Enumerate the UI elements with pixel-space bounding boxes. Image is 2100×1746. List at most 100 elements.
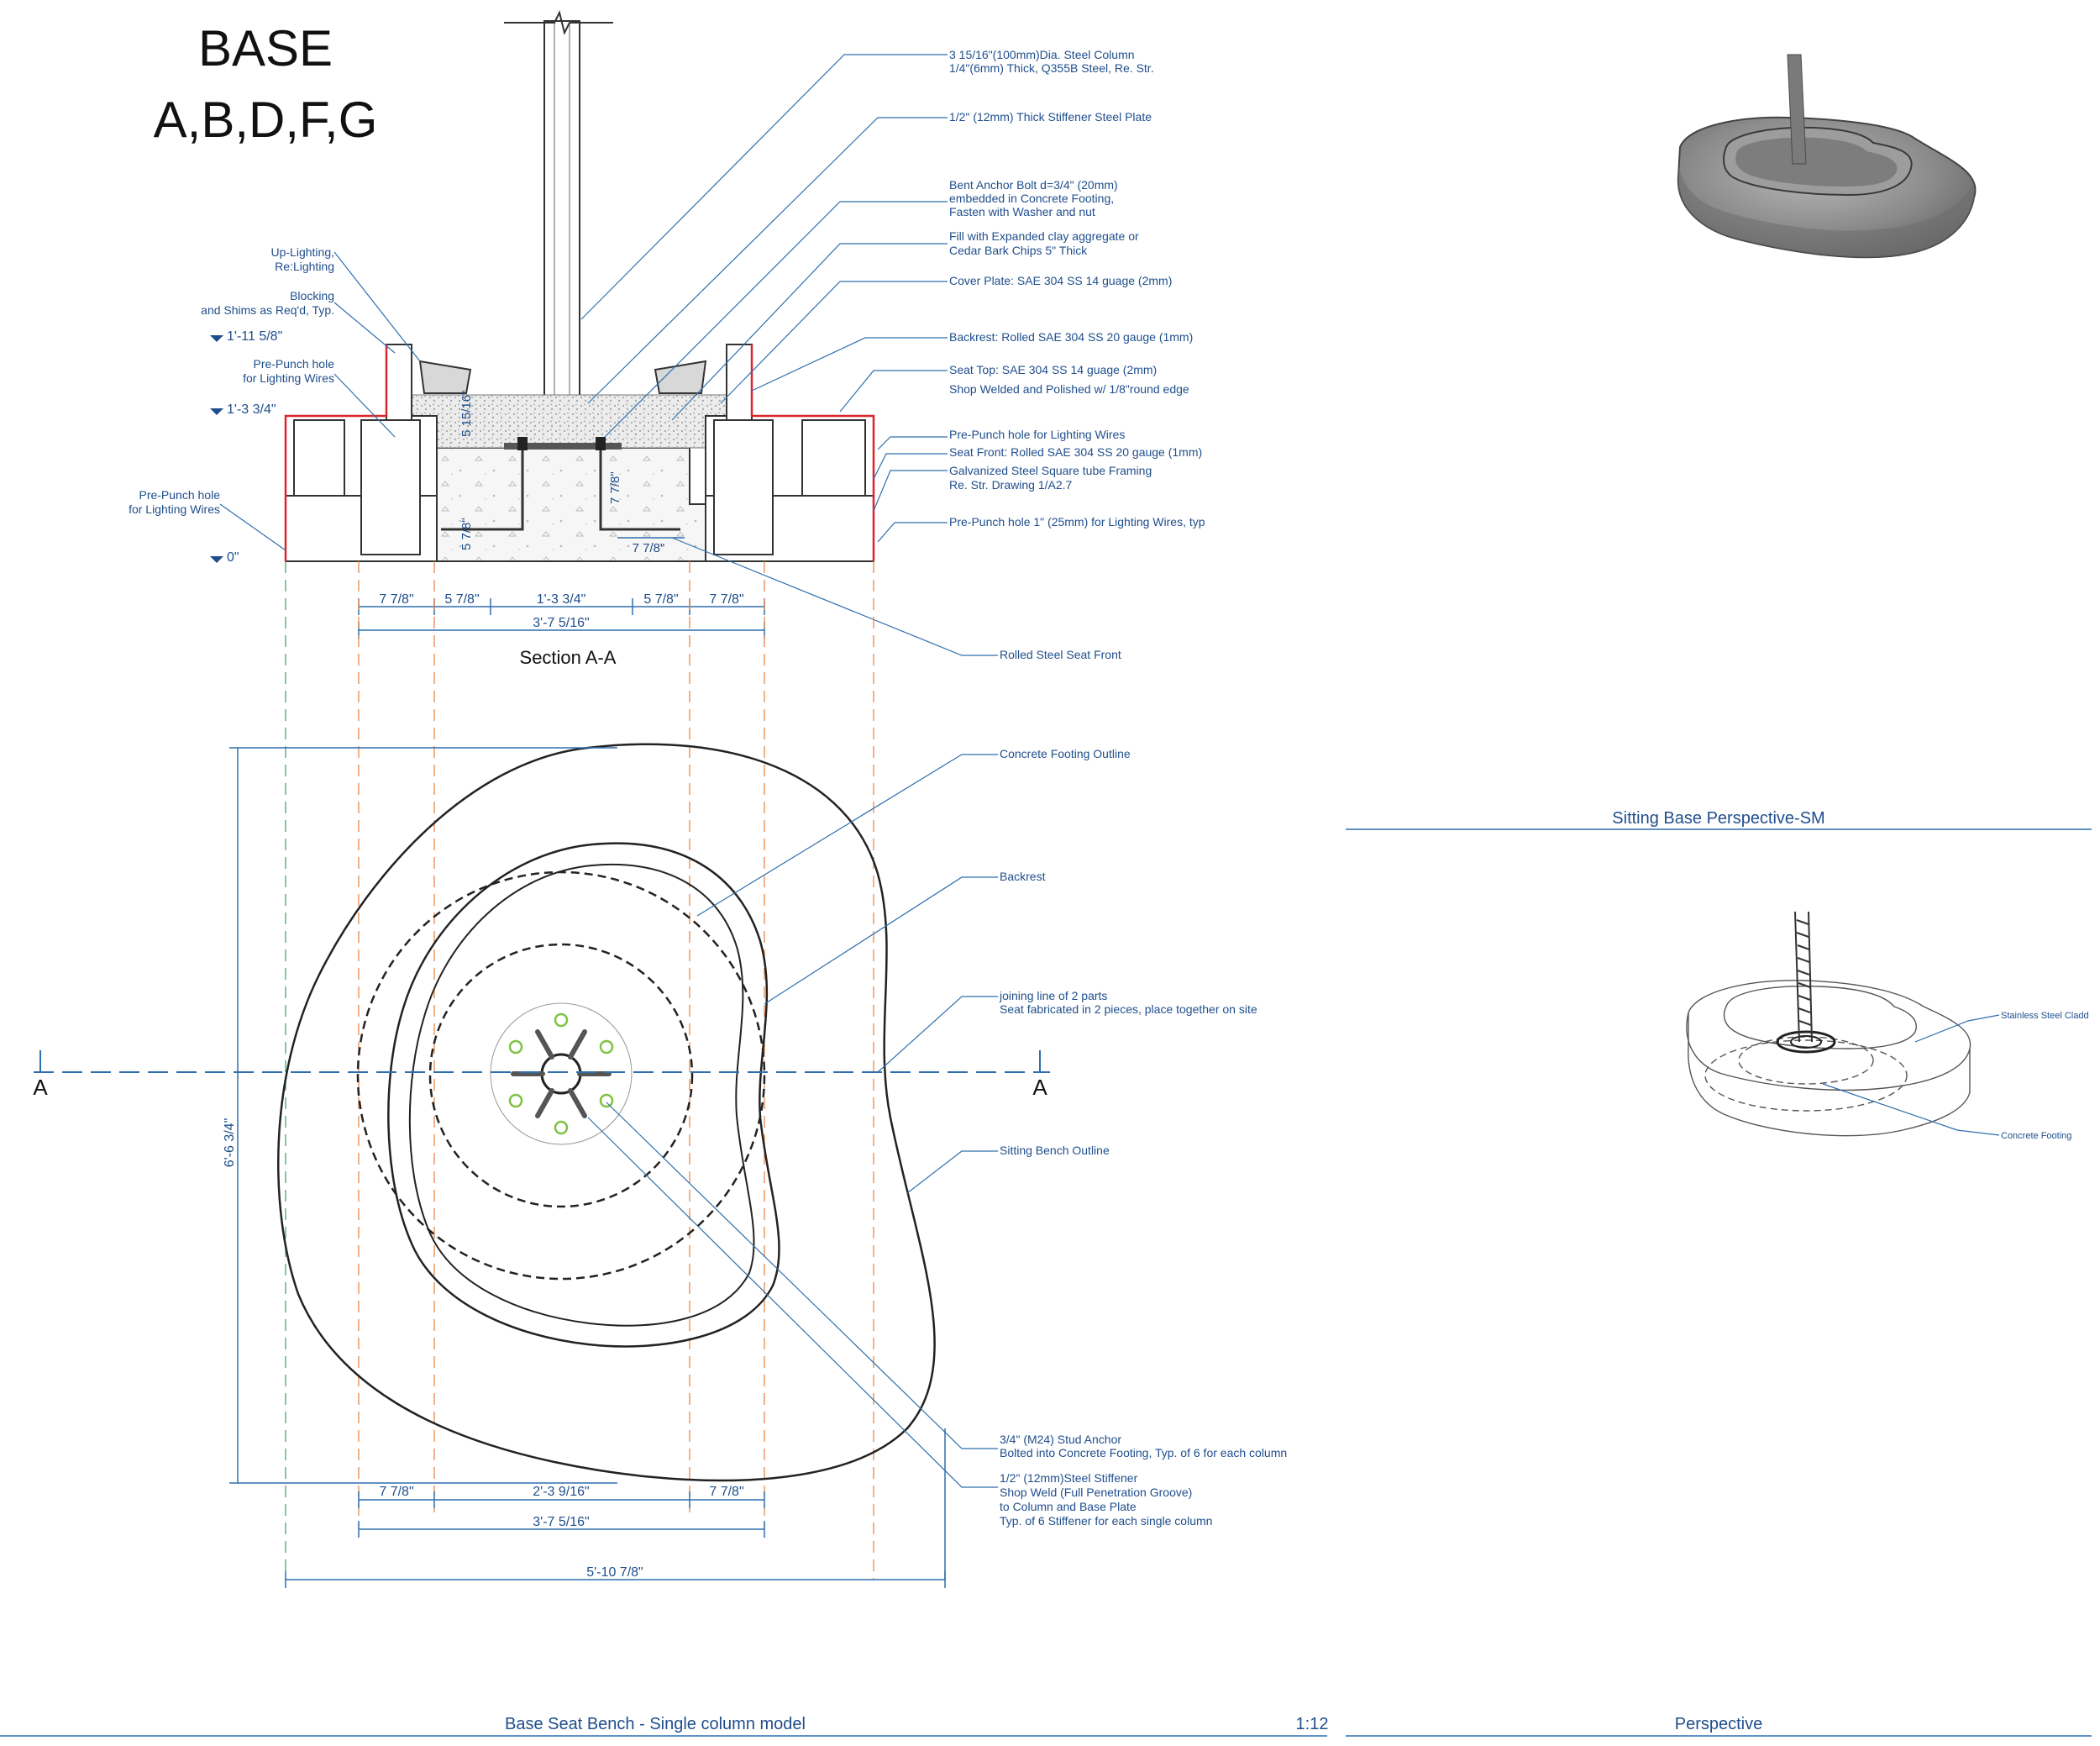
column-break-symbol — [504, 10, 613, 35]
callout-text: 1/2" (12mm) Thick Stiffener Steel Plate — [949, 110, 1152, 124]
callout-text: 3/4" (M24) Stud Anchor — [1000, 1433, 1121, 1446]
left-callouts: Up-Lighting, Re:Lighting Blocking and Sh… — [129, 245, 334, 516]
plan-height-dimension — [229, 747, 617, 1484]
rendered-column — [1787, 54, 1807, 165]
section-vertical-dim: 7 7/8" — [608, 471, 622, 504]
plan-view: A A 6'-6 3/4" 7 7/8" 2'-3 9/16" 7 7/8" — [33, 743, 1050, 1588]
footer: Base Seat Bench - Single column model 1:… — [0, 1715, 2092, 1737]
left-leader-lines — [219, 251, 421, 551]
section-dim: 5 7/8" — [444, 592, 479, 607]
callout-text: Blocking — [290, 289, 334, 302]
plan-overall-dim: 5'-10 7/8" — [586, 1565, 643, 1580]
callout-text: to Column and Base Plate — [1000, 1500, 1137, 1513]
callout-text: joining line of 2 parts — [999, 989, 1107, 1002]
callout-text: Concrete Footing Outline — [1000, 747, 1131, 760]
callout-text: Cover Plate: SAE 304 SS 14 guage (2mm) — [949, 274, 1172, 287]
callout-text: Backrest: Rolled SAE 304 SS 20 gauge (1m… — [949, 330, 1193, 344]
plan-total-dim: 3'-7 5/16" — [533, 1515, 589, 1529]
plan-callouts: Concrete Footing Outline Backrest joinin… — [999, 747, 1287, 1528]
seat-frame-left — [285, 344, 438, 562]
callout-text: Rolled Steel Seat Front — [1000, 648, 1121, 661]
callout-text: Typ. of 6 Stiffener for each single colu… — [1000, 1514, 1212, 1528]
plan-dimension-chain — [285, 1428, 946, 1588]
elevation-label: 1'-3 3/4" — [227, 402, 276, 417]
red-steel-cladding — [284, 344, 875, 561]
callout-text: for Lighting Wires — [243, 371, 334, 385]
callout-text: Fasten with Washer and nut — [949, 205, 1095, 218]
section-inner-dim: 7 7/8" — [633, 541, 665, 555]
callout-text: Galvanized Steel Square tube Framing — [949, 464, 1152, 477]
plan-dim: 7 7/8" — [709, 1485, 743, 1499]
plan-leader-lines — [587, 754, 998, 1488]
base-plate — [504, 443, 622, 450]
section-callouts: 3 15/16"(100mm)Dia. Steel Column 1/4"(6m… — [949, 48, 1205, 661]
callout-text: embedded in Concrete Footing, — [949, 192, 1114, 205]
callout-text: Re. Str. Drawing 1/A2.7 — [949, 478, 1073, 492]
section-dim: 7 7/8" — [379, 592, 413, 607]
elevation-markers — [210, 335, 223, 563]
callout-text: 1/4"(6mm) Thick, Q355B Steel, Re. Str. — [949, 61, 1154, 75]
callout-text: Shop Weld (Full Penetration Groove) — [1000, 1486, 1192, 1499]
concrete-footing-outline — [356, 870, 766, 1281]
stiffener-plates — [511, 1029, 612, 1118]
plan-dim: 7 7/8" — [379, 1485, 413, 1499]
callout-text: 1/2" (12mm)Steel Stiffener — [1000, 1471, 1138, 1485]
callout-text: Pre-Punch hole — [253, 357, 334, 371]
callout-text: Bent Anchor Bolt d=3/4" (20mm) — [949, 178, 1118, 192]
up-light-fixtures — [418, 360, 707, 394]
section-dim: 7 7/8" — [709, 592, 743, 607]
callout-text: Sitting Bench Outline — [1000, 1144, 1110, 1157]
callout-text: Bolted into Concrete Footing, Typ. of 6 … — [1000, 1446, 1287, 1459]
callout-text: Up-Lighting, — [271, 245, 335, 259]
sitting-bench-outline — [277, 743, 936, 1482]
callout-text: Pre-Punch hole — [139, 488, 220, 502]
base-plate-plan — [490, 1002, 633, 1145]
seat-frame-right — [705, 344, 874, 562]
section-total-dim: 3'-7 5/16" — [533, 616, 589, 630]
callout-text: for Lighting Wires — [129, 502, 220, 516]
callout-text: Pre-Punch hole 1" (25mm) for Lighting Wi… — [949, 515, 1205, 529]
wire-leader-lines — [1822, 1014, 2000, 1136]
callout-text: Seat Top: SAE 304 SS 14 guage (2mm) — [949, 363, 1157, 376]
section-mark-right: A — [1032, 1075, 1047, 1100]
plan-height-dim: 6'-6 3/4" — [223, 1118, 237, 1168]
section-a-a-drawing: 1'-11 5/8" 1'-3 3/4" 0" 5 15/16" 7 7/8" … — [210, 10, 875, 668]
plan-dim: 2'-3 9/16" — [533, 1485, 589, 1499]
backrest-outline — [387, 842, 780, 1348]
callout-text: Shop Welded and Polished w/ 1/8"round ed… — [949, 382, 1189, 396]
section-title: Section A-A — [520, 647, 617, 668]
render-caption: Sitting Base Perspective-SM — [1612, 809, 1824, 828]
footer-left-title: Base Seat Bench - Single column model — [505, 1715, 806, 1733]
wire-bench-bottom — [1688, 1045, 1971, 1137]
footer-scale: 1:12 — [1296, 1715, 1329, 1733]
section-dim: 5 7/8" — [643, 592, 678, 607]
section-vertical-dim: 5 7/8" — [459, 518, 474, 550]
stud-anchors — [508, 1012, 614, 1135]
section-vertical-dim: 5 15/16" — [459, 391, 474, 437]
rendered-perspective — [1677, 54, 1977, 259]
callout-text: and Shims as Req'd, Typ. — [201, 303, 334, 317]
callout-text: Backrest — [1000, 870, 1046, 883]
elevation-label: 0" — [227, 550, 239, 565]
footer-right-title: Perspective — [1675, 1715, 1763, 1733]
callout-text: 3 15/16"(100mm)Dia. Steel Column — [949, 48, 1135, 61]
callout-text: Pre-Punch hole for Lighting Wires — [949, 428, 1125, 441]
callout-text: Seat fabricated in 2 pieces, place toget… — [1000, 1002, 1257, 1016]
callout-text: Seat Front: Rolled SAE 304 SS 20 gauge (… — [949, 445, 1202, 459]
wireframe-perspective — [1686, 980, 1971, 1137]
inner-footing-outline — [428, 943, 694, 1208]
wire-column — [1794, 911, 1813, 1043]
bent-anchor-bolts — [441, 437, 680, 531]
section-mark-left: A — [33, 1075, 48, 1100]
section-leader-lines — [580, 54, 998, 656]
wire-label-cladding: Stainless Steel Cladd — [2001, 1011, 2089, 1021]
title-line-1: BASE — [198, 20, 333, 76]
drawing-title: BASE A,B,D,F,G — [154, 20, 378, 148]
callout-text: Re:Lighting — [275, 260, 334, 273]
section-dim: 1'-3 3/4" — [537, 592, 586, 607]
callout-text: Cedar Bark Chips 5" Thick — [949, 244, 1088, 257]
callout-text: Fill with Expanded clay aggregate or — [949, 229, 1139, 243]
steel-column-section — [543, 20, 580, 449]
column-plan — [540, 1053, 582, 1095]
